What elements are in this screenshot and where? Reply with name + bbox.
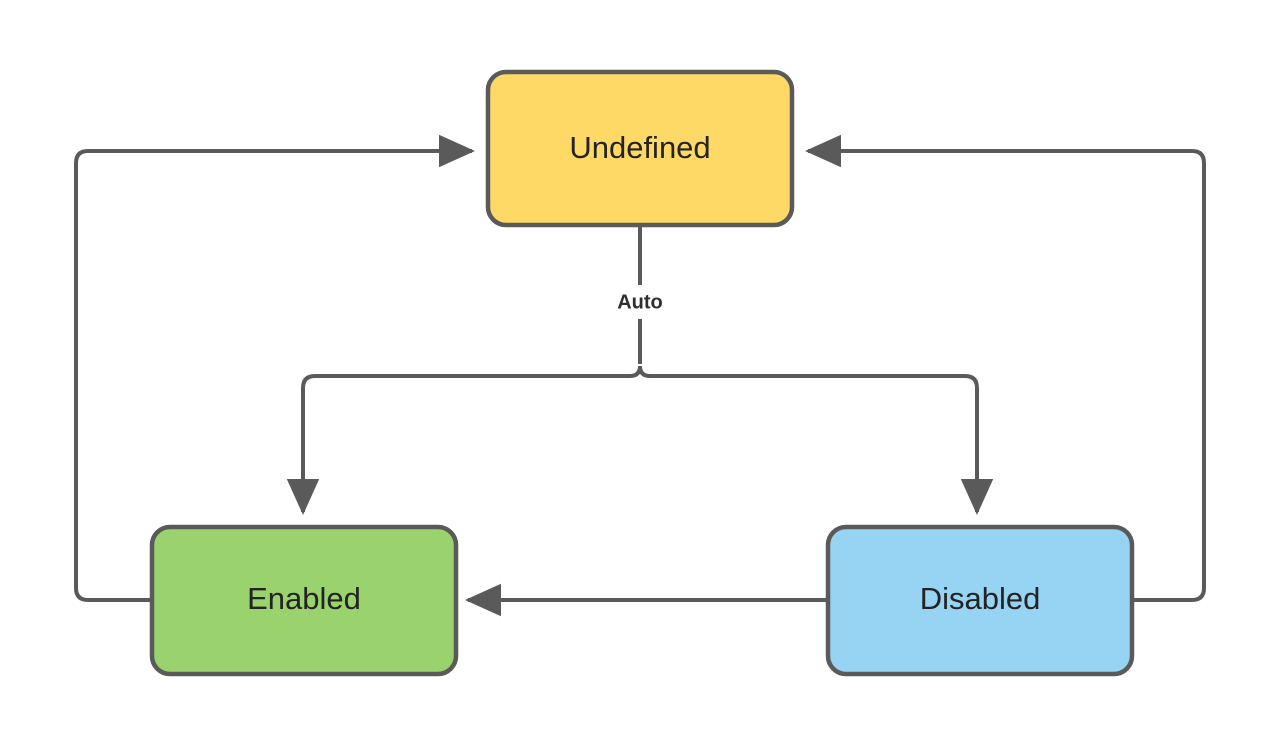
node-undefined-shape bbox=[485, 69, 795, 228]
auto-fork-bar-right bbox=[638, 365, 965, 378]
node-undefined-label: Undefined bbox=[569, 130, 710, 165]
node-disabled[interactable]: Disabled bbox=[825, 524, 1135, 677]
edge-enabled-to-undefined-line bbox=[74, 134, 475, 602]
edge-enabled-to-undefined[interactable] bbox=[74, 134, 475, 602]
node-undefined[interactable]: Undefined bbox=[485, 69, 795, 228]
node-enabled-shape bbox=[149, 524, 459, 677]
edge-label-layer: Auto bbox=[594, 285, 686, 319]
edge-label-auto: Auto bbox=[617, 291, 663, 313]
node-layer: Undefined Enabled Disabled bbox=[149, 69, 1135, 677]
node-enabled[interactable]: Enabled bbox=[149, 524, 459, 677]
node-enabled-label: Enabled bbox=[247, 581, 361, 616]
node-disabled-label: Disabled bbox=[920, 581, 1041, 616]
edge-layer bbox=[74, 134, 1206, 617]
auto-fork-bar-left bbox=[315, 365, 642, 378]
edge-label-auto-backdrop bbox=[594, 285, 686, 319]
edge-disabled-to-undefined[interactable] bbox=[805, 134, 1206, 602]
auto-branch-to-disabled bbox=[960, 374, 994, 515]
edge-undefined-auto-fork[interactable] bbox=[286, 225, 994, 515]
node-disabled-shape bbox=[825, 524, 1135, 677]
edge-disabled-to-undefined-line bbox=[805, 134, 1206, 602]
auto-branch-to-enabled bbox=[286, 374, 320, 515]
